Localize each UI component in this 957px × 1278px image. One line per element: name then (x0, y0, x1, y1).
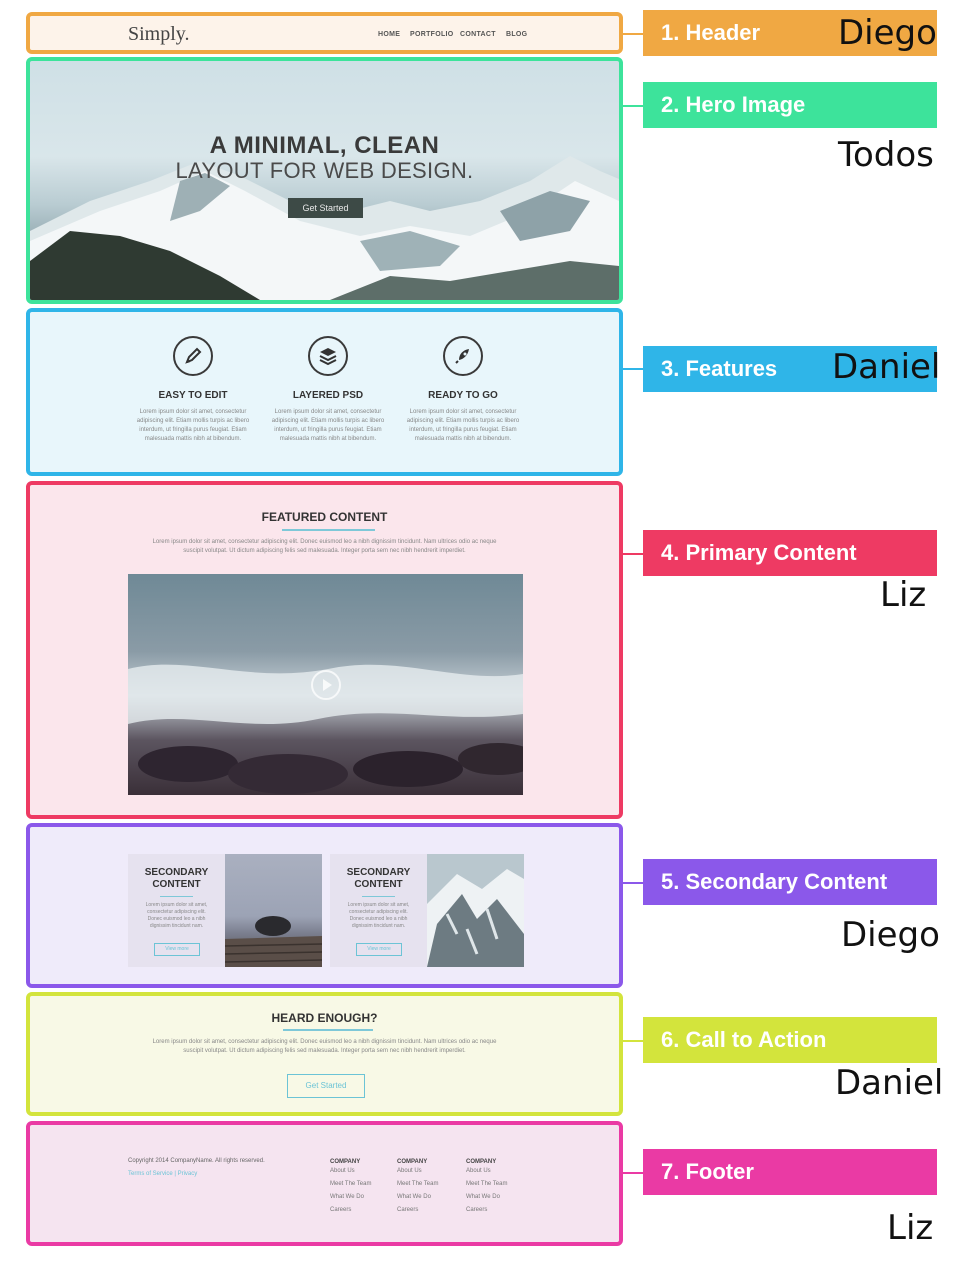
section-tag-features: 3. Features (643, 346, 937, 392)
footer-link[interactable]: Careers (397, 1207, 419, 1213)
featured-content-heading: FEATURED CONTENT (261, 510, 388, 524)
section-hero: A MINIMAL, CLEAN LAYOUT FOR WEB DESIGN. … (26, 57, 623, 304)
card-rule (160, 896, 193, 897)
footer-link[interactable]: What We Do (466, 1194, 500, 1200)
footer-link[interactable]: About Us (397, 1168, 422, 1174)
assignee-label: Liz (887, 1208, 934, 1248)
mountain-image (30, 156, 619, 300)
rocket-icon (443, 336, 483, 376)
nav-contact[interactable]: CONTACT (460, 31, 496, 38)
footer-link[interactable]: Meet The Team (397, 1181, 439, 1187)
card-text: Lorem ipsum dolor sit amet,consectetur a… (145, 902, 208, 929)
assignee-label: Liz (880, 575, 927, 615)
logo[interactable]: Simply. (128, 23, 190, 45)
footer-column: COMPANY About Us Meet The Team What We D… (397, 1159, 438, 1217)
cta-heading: HEARD ENOUGH? (271, 1011, 378, 1025)
view-more-button[interactable]: View more (154, 943, 200, 956)
section-call-to-action: HEARD ENOUGH? Lorem ipsum dolor sit amet… (26, 992, 623, 1116)
secondary-card (128, 854, 225, 967)
footer-link[interactable]: Meet The Team (330, 1181, 372, 1187)
connector-line (623, 1172, 643, 1174)
nav-blog[interactable]: BLOG (506, 31, 528, 38)
nav-portfolio[interactable]: PORTFOLIO (410, 31, 454, 38)
section-footer: Copyright 2014 CompanyName. All rights r… (26, 1121, 623, 1246)
play-icon[interactable] (311, 670, 341, 700)
terms-link[interactable]: Terms of Service (128, 1171, 173, 1177)
card-rule (362, 896, 395, 897)
secondary-card (330, 854, 427, 967)
connector-line (623, 368, 643, 370)
ocean-video[interactable] (128, 574, 523, 795)
nav-home[interactable]: HOME (378, 31, 401, 38)
footer-link[interactable]: Careers (330, 1207, 352, 1213)
footer-column: COMPANY About Us Meet The Team What We D… (466, 1159, 507, 1217)
view-more-button[interactable]: View more (356, 943, 402, 956)
section-tag-primary-content: 4. Primary Content (643, 530, 937, 576)
cta-get-started-button[interactable]: Get Started (287, 1074, 365, 1098)
footer-legal-links: Terms of Service | Privacy (128, 1171, 197, 1177)
heading-rule (282, 529, 375, 531)
pier-image (225, 854, 322, 967)
section-tag-call-to-action: 6. Call to Action (643, 1017, 937, 1063)
footer-link[interactable]: Meet The Team (466, 1181, 508, 1187)
section-tag-secondary-content: 5. Secondary Content (643, 859, 937, 905)
footer-column-title: COMPANY (330, 1159, 361, 1165)
hero-subtitle: LAYOUT FOR WEB DESIGN. (175, 158, 474, 183)
connector-line (623, 1040, 643, 1042)
pencil-icon (173, 336, 213, 376)
section-tag-header: 1. Header (643, 10, 937, 56)
link-separator: | (174, 1171, 176, 1177)
layers-icon (308, 336, 348, 376)
hero-title: A MINIMAL, CLEAN (209, 132, 440, 159)
footer-column-title: COMPANY (466, 1159, 497, 1165)
assignee-label: Daniel (832, 347, 941, 387)
footer-link[interactable]: About Us (466, 1168, 491, 1174)
hero-get-started-button[interactable]: Get Started (288, 198, 363, 218)
section-tag-footer: 7. Footer (643, 1149, 937, 1195)
connector-line (623, 105, 643, 107)
feature-title: EASY TO EDIT (158, 390, 228, 401)
section-tag-hero: 2. Hero Image (643, 82, 937, 128)
card-text: Lorem ipsum dolor sit amet,consectetur a… (347, 902, 410, 929)
footer-link[interactable]: What We Do (397, 1194, 431, 1200)
assignee-label: Todos (838, 135, 934, 175)
footer-link[interactable]: Careers (466, 1207, 488, 1213)
footer-link[interactable]: What We Do (330, 1194, 364, 1200)
feature-title: LAYERED PSD (292, 390, 364, 401)
feature-title: READY TO GO (428, 390, 498, 401)
heading-rule (283, 1029, 373, 1031)
copyright-text: Copyright 2014 CompanyName. All rights r… (128, 1158, 265, 1164)
footer-link[interactable]: About Us (330, 1168, 355, 1174)
connector-line (623, 882, 643, 884)
primary-text: Lorem ipsum dolor sit amet, consectetur … (152, 539, 497, 554)
assignee-label: Daniel (835, 1063, 944, 1103)
snowy-mountain-image (427, 854, 524, 967)
section-primary-content: FEATURED CONTENT Lorem ipsum dolor sit a… (26, 481, 623, 819)
section-header: Simply. HOME PORTFOLIO CONTACT BLOG (26, 12, 623, 54)
footer-column-title: COMPANY (397, 1159, 428, 1165)
assignee-label: Diego (838, 13, 937, 53)
section-features: EASY TO EDIT Lorem ipsum dolor sit amet,… (26, 308, 623, 476)
privacy-link[interactable]: Privacy (177, 1171, 198, 1177)
connector-line (623, 33, 643, 35)
footer-column: COMPANY About Us Meet The Team What We D… (330, 1159, 371, 1217)
assignee-label: Diego (841, 915, 940, 955)
cta-text: Lorem ipsum dolor sit amet, consectetur … (152, 1039, 497, 1054)
connector-line (623, 553, 643, 555)
